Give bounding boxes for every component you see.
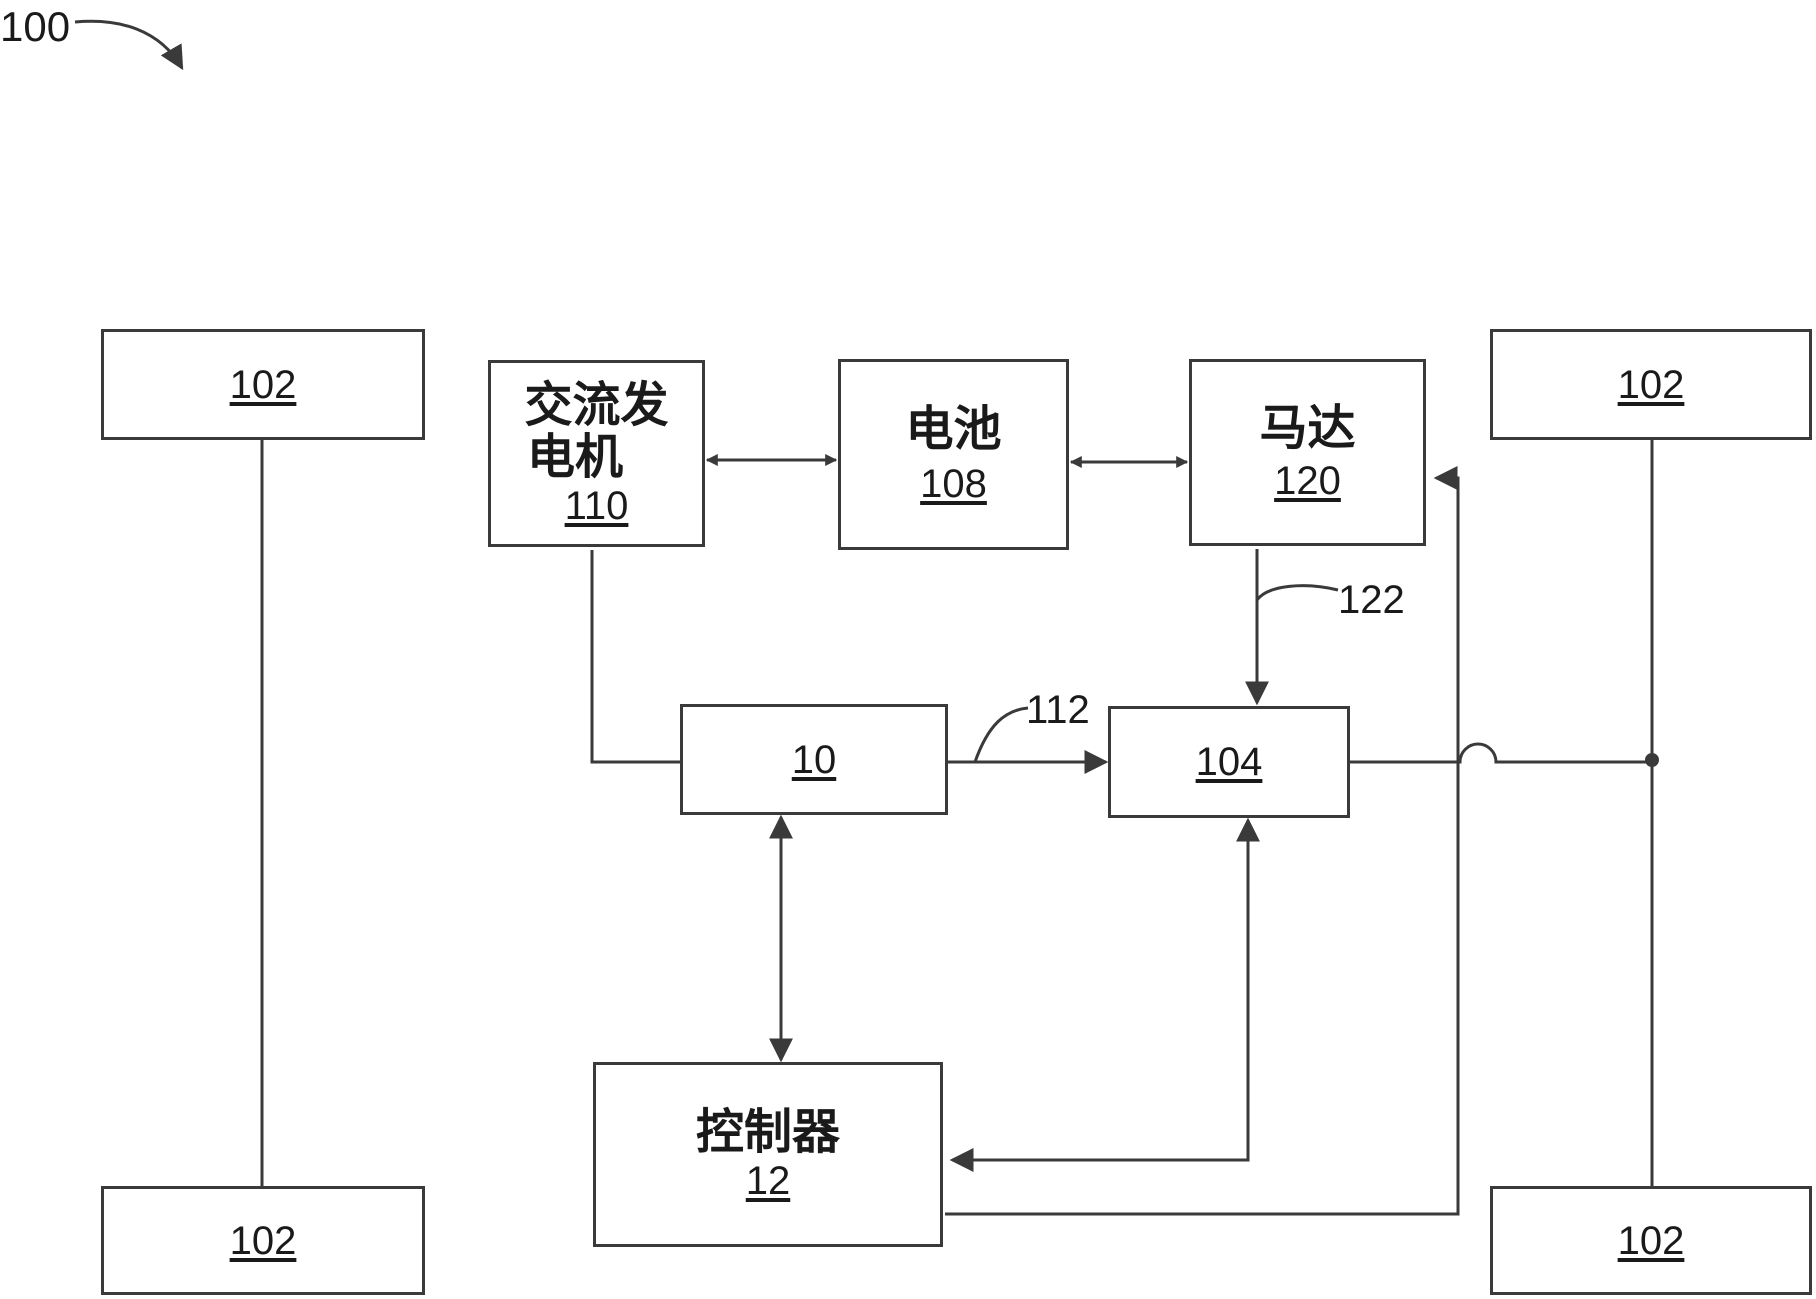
motor-name: 马达 [1259,399,1356,456]
battery-ref: 108 [920,461,987,506]
battery-block: 电池 108 [838,359,1069,550]
alternator-block10-link [590,550,680,764]
controller-block104-link [949,817,1260,1172]
wheel-rear-left: 102 [101,1186,425,1295]
wheel-front-left: 102 [101,329,425,440]
block-10: 10 [680,704,948,815]
figure-ref-label: 100 [0,3,71,50]
battery-name: 电池 [905,400,1002,457]
leader-122 [1255,584,1339,602]
motor-block: 马达 120 [1189,359,1426,546]
wheel-front-right: 102 [1490,329,1812,440]
label-122: 122 [1338,578,1405,622]
controller-block: 控制器 12 [593,1062,943,1247]
wheel-rear-left-ref: 102 [229,1218,297,1263]
alternator-name-line2: 电机 [527,428,624,485]
alternator-block: 交流发 电机 110 [488,360,705,547]
block-104: 104 [1108,706,1350,818]
controller-name: 控制器 [695,1103,840,1160]
alternator-name-line1: 交流发 [524,376,669,433]
wheel-front-right-ref: 102 [1617,362,1685,407]
block-10-ref: 10 [791,737,837,782]
alternator-ref: 110 [564,483,629,528]
leader-112 [973,706,1029,763]
controller-motor-link [945,466,1460,1216]
wheel-front-left-ref: 102 [229,362,297,407]
wheel-rear-right-ref: 102 [1617,1218,1685,1263]
motor-ref: 120 [1274,458,1341,503]
label-112: 112 [1026,688,1090,732]
block-104-ref: 104 [1195,740,1263,784]
figure-ref-arrow [74,19,184,71]
block104-axle-link [1350,742,1652,764]
axle-junction-dot [1645,753,1659,767]
wheel-rear-right: 102 [1490,1186,1812,1295]
controller-ref: 12 [745,1158,791,1203]
